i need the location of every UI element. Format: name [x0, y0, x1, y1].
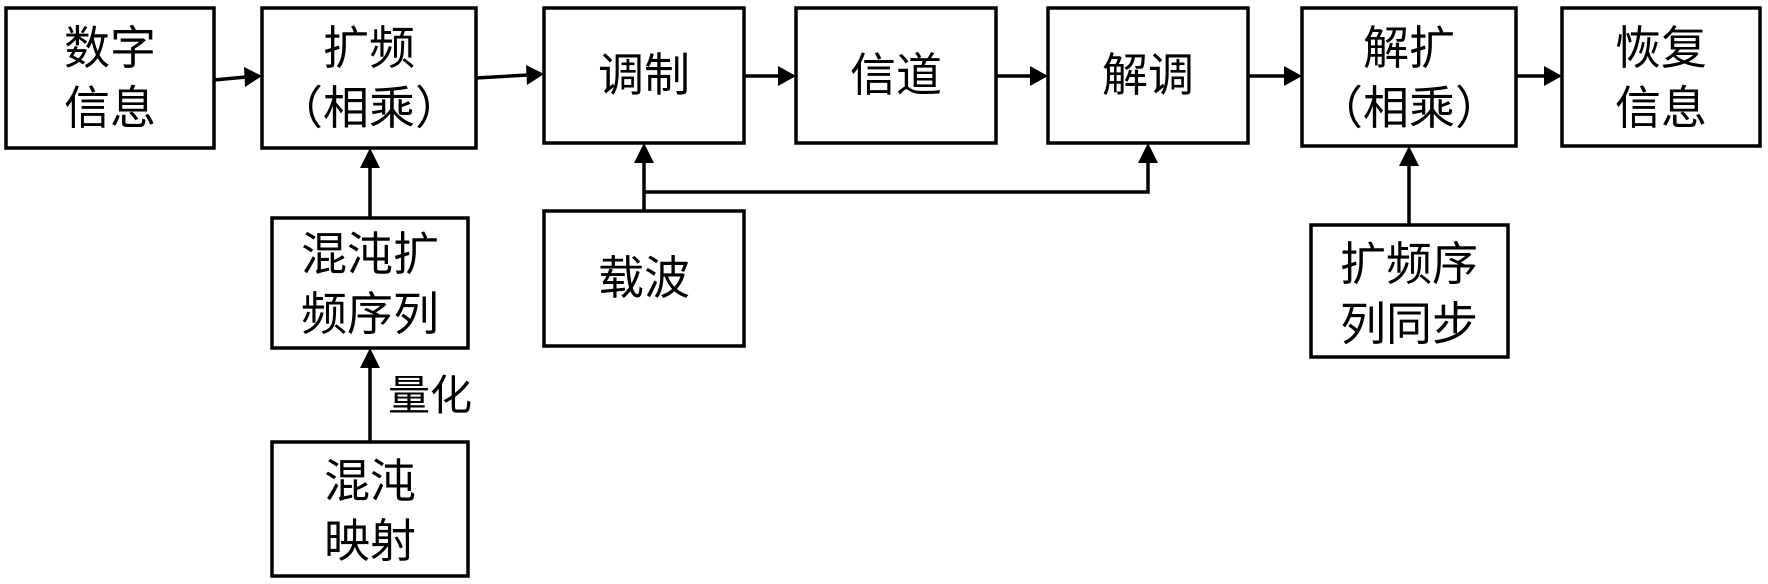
node-demodulate: 解调: [1048, 8, 1248, 143]
node-chaos-map: 混沌 映射: [272, 442, 468, 576]
node-modulate: 调制: [544, 8, 744, 143]
arrow-digital-to-spread: [214, 67, 262, 87]
node-carrier: 载波: [544, 211, 744, 346]
node-chaos-seq-line-2: 频序列: [301, 287, 439, 341]
node-despread-line-2: （相乘）: [1317, 81, 1501, 135]
node-digital-info-line-1: 数字: [64, 21, 156, 75]
node-channel-line-1: 信道: [850, 48, 942, 102]
node-sync-seq: 扩频序 列同步: [1311, 225, 1508, 357]
arrow-spread-to-modulate: [476, 65, 544, 85]
node-chaos-seq: 混沌扩 频序列: [272, 218, 468, 348]
node-recover: 恢复 信息: [1562, 8, 1760, 146]
node-digital-info: 数字 信息: [6, 8, 214, 148]
arrow-despread-to-recover: [1516, 66, 1562, 86]
node-recover-line-1: 恢复: [1615, 21, 1707, 75]
arrow-demodulate-to-despread: [1248, 66, 1302, 86]
node-chaos-map-line-1: 混沌: [324, 454, 416, 508]
arrow-sync-seq-to-despread: [1399, 146, 1419, 225]
node-channel: 信道: [796, 8, 996, 143]
node-chaos-map-line-2: 映射: [324, 514, 416, 568]
node-recover-line-2: 信息: [1615, 81, 1707, 135]
node-despread-line-1: 解扩: [1363, 21, 1455, 75]
arrow-chaos-map-to-chaos-seq: [360, 348, 380, 442]
node-demodulate-line-1: 解调: [1102, 48, 1194, 102]
node-spread: 扩频 （相乘）: [262, 8, 476, 148]
node-modulate-line-1: 调制: [598, 48, 690, 102]
node-chaos-seq-line-1: 混沌扩: [301, 227, 439, 281]
node-despread: 解扩 （相乘）: [1302, 8, 1516, 146]
node-sync-seq-line-1: 扩频序: [1340, 237, 1478, 291]
arrow-carrier-to-demodulate: [644, 143, 1158, 192]
node-spread-line-2: （相乘）: [277, 81, 461, 135]
arrow-modulate-to-channel: [744, 66, 796, 86]
arrow-chaos-seq-to-spread: [360, 148, 380, 218]
node-spread-line-1: 扩频: [323, 21, 415, 75]
arrow-carrier-to-modulate: [634, 143, 654, 211]
edge-label-quantize: 量化: [388, 371, 472, 420]
node-sync-seq-line-2: 列同步: [1340, 297, 1478, 351]
arrow-channel-to-demodulate: [996, 66, 1048, 86]
node-carrier-line-1: 载波: [598, 251, 690, 305]
node-digital-info-line-2: 信息: [64, 81, 156, 135]
